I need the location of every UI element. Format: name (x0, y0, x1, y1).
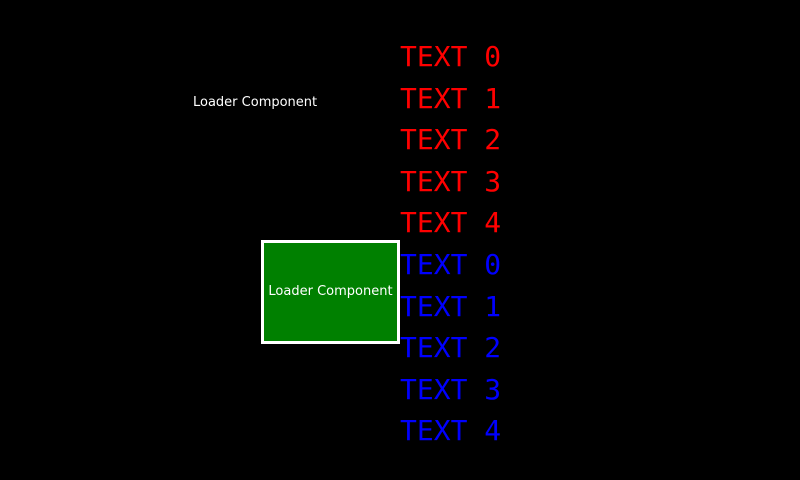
blue-text-item-3: TEXT 3 (400, 372, 502, 406)
blue-text-item-2: TEXT 2 (400, 331, 502, 365)
red-text-item-1: TEXT 1 (400, 81, 502, 115)
blue-text-item-4: TEXT 4 (400, 414, 502, 448)
red-text-item-3: TEXT 3 (400, 164, 502, 198)
loader-component-box[interactable]: Loader Component (261, 240, 400, 344)
red-text-item-2: TEXT 2 (400, 123, 502, 157)
text-list: TEXT 0 TEXT 1 TEXT 2 TEXT 3 TEXT 4 TEXT … (400, 36, 501, 452)
loader-component-label: Loader Component (193, 95, 318, 110)
blue-text-item-0: TEXT 0 (400, 247, 502, 281)
blue-text-item-1: TEXT 1 (400, 289, 502, 323)
red-text-item-4: TEXT 4 (400, 206, 502, 240)
loader-component-box-label: Loader Component (268, 284, 393, 299)
red-text-item-0: TEXT 0 (400, 40, 502, 73)
